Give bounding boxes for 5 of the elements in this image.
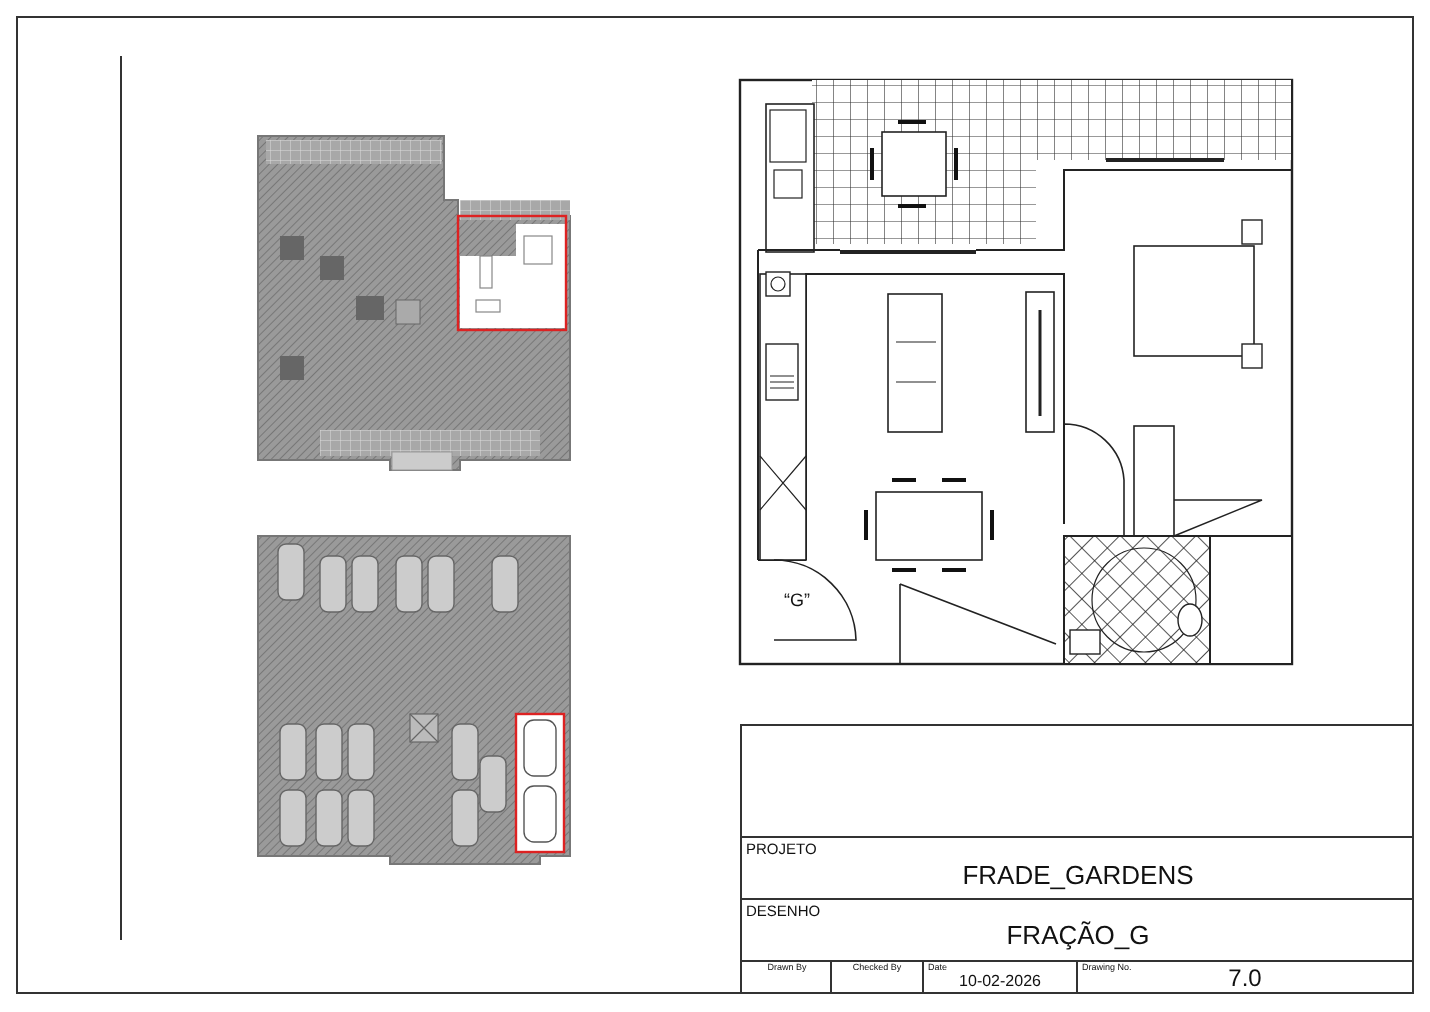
date-value: 10-02-2026 <box>959 974 1041 990</box>
project-name: FRADE_GARDENS <box>962 862 1194 888</box>
room-label: “G” <box>784 592 810 610</box>
drawing-number: 7.0 <box>1228 966 1262 990</box>
drawing-title: FRAÇÃO_G <box>1006 922 1150 948</box>
